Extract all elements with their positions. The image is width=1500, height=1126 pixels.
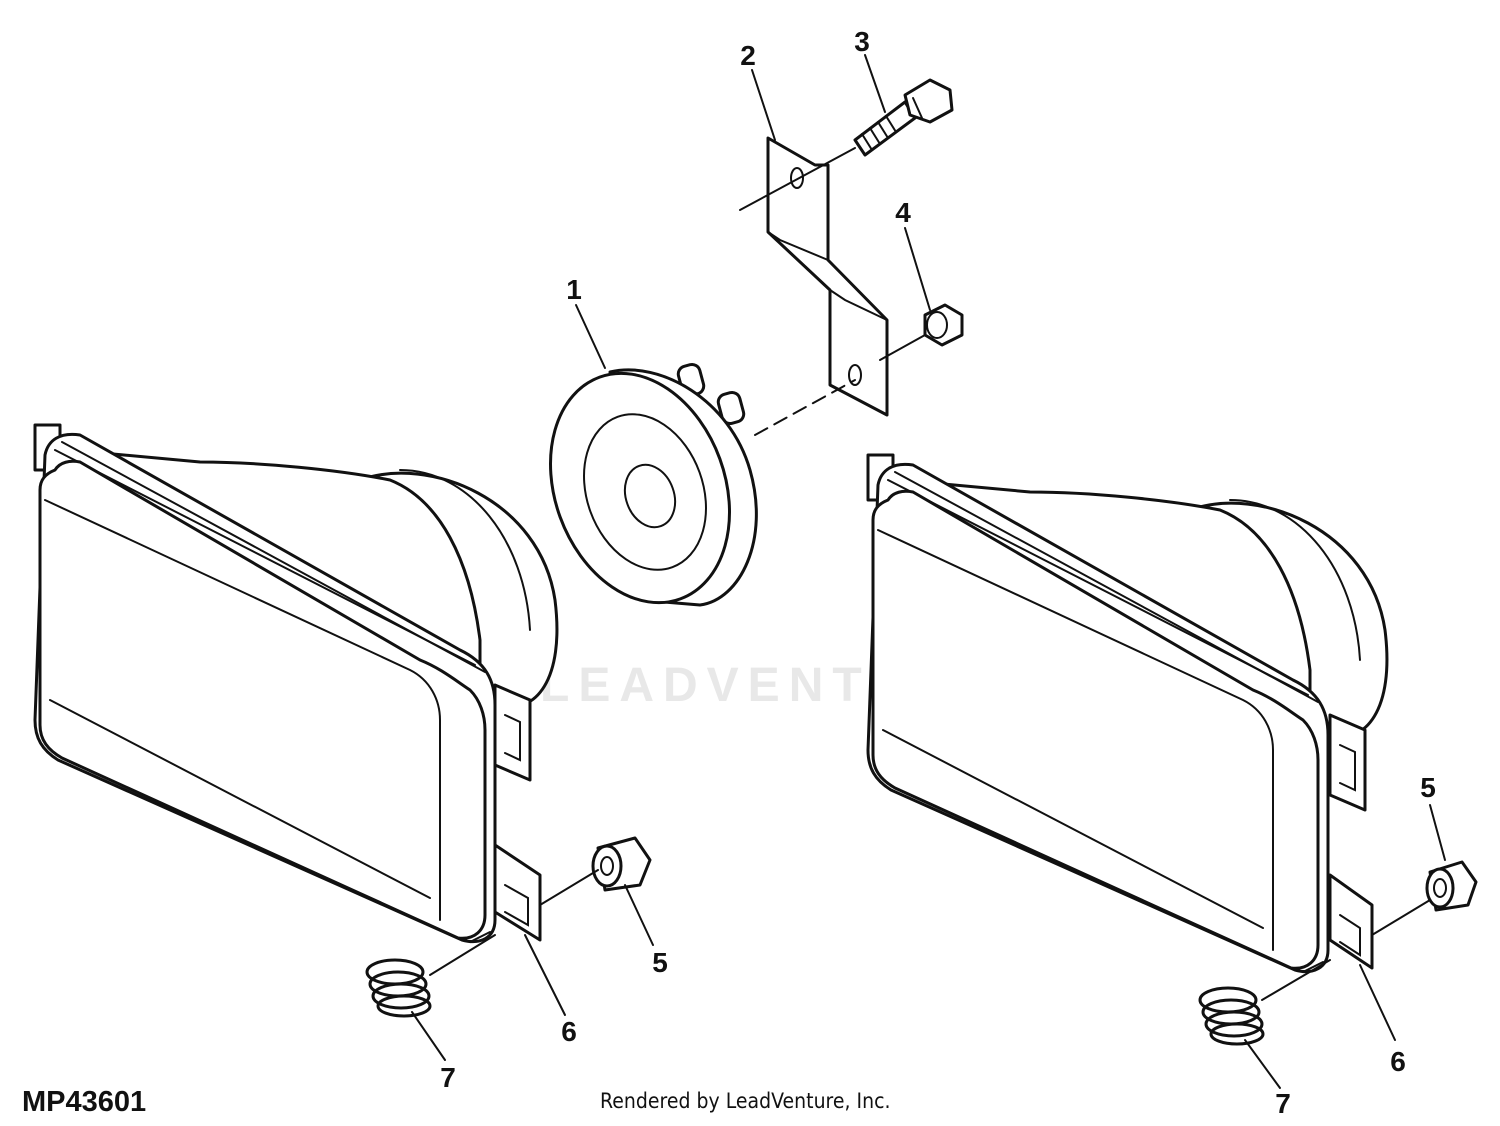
callout-4-lock-nut: 4 [895,197,911,228]
headlight-left [33,423,559,944]
callout-3-cap-screw: 3 [854,26,870,57]
bracket [766,136,889,417]
bushing-left [591,836,652,892]
callout-7-spring-right: 7 [1275,1088,1291,1119]
spring-right [1198,986,1265,1046]
callout-5-bushing-left: 5 [652,947,668,978]
figure-id: MP43601 [22,1086,147,1118]
callout-2-bracket: 2 [740,40,756,71]
credit-text: Rendered by LeadVenture, Inc. [600,1089,891,1113]
lock-nut [923,303,964,347]
callout-6-bracket-tab-right: 6 [1390,1046,1406,1077]
headlight-right [866,453,1389,974]
horn [549,362,758,607]
callout-6-bracket-tab-left: 6 [561,1016,577,1047]
callout-7-spring-left: 7 [440,1062,456,1093]
leader-lines [411,54,1446,1089]
bushing-right [1425,860,1478,912]
cap-screw [853,78,954,157]
spring-left [365,958,432,1018]
callout-5-bushing-right: 5 [1420,772,1436,803]
callout-1-horn: 1 [566,274,582,305]
